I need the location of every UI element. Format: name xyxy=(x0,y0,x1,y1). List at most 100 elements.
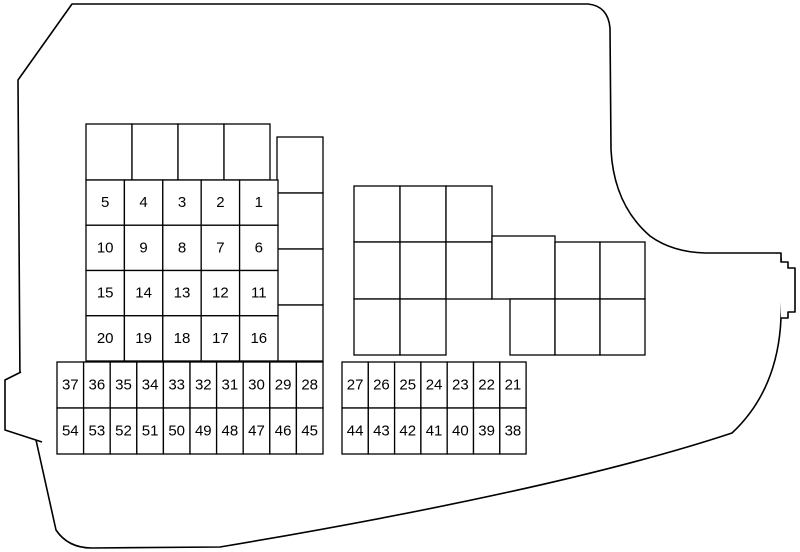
fuse-label-11: 11 xyxy=(251,285,267,302)
fuse-slot-17 xyxy=(200,315,241,362)
fuse-slot-43 xyxy=(367,407,396,455)
fuse-label-2: 2 xyxy=(216,194,224,211)
relay-slot xyxy=(85,123,133,181)
fuse-label-25: 25 xyxy=(399,377,416,394)
fuse-slot-38 xyxy=(499,407,527,455)
fuse-label-38: 38 xyxy=(505,423,522,440)
fuse-label-42: 42 xyxy=(399,423,416,440)
fuse-label-18: 18 xyxy=(174,330,191,347)
fuse-slot-28 xyxy=(295,361,324,409)
fuse-slot-47 xyxy=(242,407,271,455)
fuse-label-13: 13 xyxy=(174,285,191,302)
relay-slot xyxy=(599,298,646,356)
fuse-label-14: 14 xyxy=(135,285,152,302)
relay-slot xyxy=(177,123,225,181)
fuse-label-12: 12 xyxy=(212,285,229,302)
relay-slot xyxy=(399,185,447,243)
fuse-label-54: 54 xyxy=(62,423,79,440)
relay-slot xyxy=(276,136,324,194)
relay-row-top-left xyxy=(85,123,271,181)
side-tab xyxy=(4,371,43,443)
fuse-slot-14 xyxy=(123,269,164,317)
fuse-label-1: 1 xyxy=(255,194,263,211)
relay-slot xyxy=(445,185,493,243)
relay-slot xyxy=(276,304,324,362)
connector-notch xyxy=(777,252,796,319)
fuse-label-49: 49 xyxy=(195,423,212,440)
fuse-label-44: 44 xyxy=(347,423,364,440)
fuse-slot-52 xyxy=(109,407,138,455)
fuse-label-29: 29 xyxy=(275,377,292,394)
fuse-label-21: 21 xyxy=(505,377,522,394)
fuse-slot-15 xyxy=(85,269,126,317)
fuse-label-32: 32 xyxy=(195,377,212,394)
relay-slot xyxy=(599,241,646,300)
fuse-label-46: 46 xyxy=(275,423,292,440)
fuse-label-24: 24 xyxy=(426,377,443,394)
fuse-label-30: 30 xyxy=(248,377,265,394)
fuse-slot-1 xyxy=(238,179,279,226)
fuse-label-15: 15 xyxy=(97,285,114,302)
fuse-label-40: 40 xyxy=(452,423,469,440)
fuse-label-8: 8 xyxy=(178,239,186,256)
fuse-slot-2 xyxy=(200,179,241,226)
fuse-label-37: 37 xyxy=(62,377,79,394)
relay-slot xyxy=(353,185,401,243)
relay-slot xyxy=(131,123,179,181)
relay-column-left-group xyxy=(276,136,324,362)
relay-slot xyxy=(276,248,324,306)
fuse-label-22: 22 xyxy=(478,377,495,394)
relay-slot xyxy=(491,235,556,300)
fuse-label-7: 7 xyxy=(216,239,224,256)
relay-slot xyxy=(509,298,556,356)
fuse-label-10: 10 xyxy=(97,239,114,256)
relay-slot xyxy=(399,298,447,356)
fuse-label-23: 23 xyxy=(452,377,469,394)
fuse-slot-7 xyxy=(200,224,241,272)
relay-slot xyxy=(276,192,324,250)
fuse-label-47: 47 xyxy=(248,423,265,440)
fuse-slot-42 xyxy=(393,407,422,455)
fuse-slot-44 xyxy=(341,407,369,455)
fuse-label-36: 36 xyxy=(89,377,106,394)
fuse-slot-8 xyxy=(162,224,202,272)
relay-slot xyxy=(445,241,493,300)
relay-slot xyxy=(399,241,447,300)
fuse-slot-50 xyxy=(162,407,191,455)
fuse-slot-16 xyxy=(238,315,279,362)
relay-slot xyxy=(353,241,401,300)
fuse-slot-18 xyxy=(162,315,202,362)
fuse-label-45: 45 xyxy=(301,423,318,440)
fuse-slot-34 xyxy=(136,361,165,409)
fuse-label-52: 52 xyxy=(115,423,132,440)
fuse-slot-40 xyxy=(446,407,475,455)
fuse-slot-20 xyxy=(85,315,126,362)
fuse-label-51: 51 xyxy=(142,423,159,440)
fuse-slot-39 xyxy=(472,407,501,455)
fuse-label-3: 3 xyxy=(178,194,186,211)
fuse-slot-23 xyxy=(446,361,475,409)
relay-slot xyxy=(554,298,601,356)
fuse-slot-11 xyxy=(238,269,279,317)
fuse-label-20: 20 xyxy=(97,330,114,347)
fuse-label-34: 34 xyxy=(142,377,159,394)
fuse-label-28: 28 xyxy=(301,377,318,394)
relay-block-right xyxy=(353,185,646,356)
fuse-label-5: 5 xyxy=(101,194,109,211)
fuse-label-35: 35 xyxy=(115,377,132,394)
fuse-slot-30 xyxy=(242,361,271,409)
fuse-slot-3 xyxy=(162,179,202,226)
fuse-slot-24 xyxy=(420,361,448,409)
fuse-label-9: 9 xyxy=(139,239,147,256)
fuse-label-48: 48 xyxy=(222,423,239,440)
fuse-slot-9 xyxy=(123,224,164,272)
fuse-label-26: 26 xyxy=(373,377,390,394)
fuse-label-27: 27 xyxy=(347,377,364,394)
fuse-slot-19 xyxy=(123,315,164,362)
fuse-slot-51 xyxy=(136,407,165,455)
relay-slot xyxy=(223,123,271,181)
fuse-label-6: 6 xyxy=(255,239,263,256)
